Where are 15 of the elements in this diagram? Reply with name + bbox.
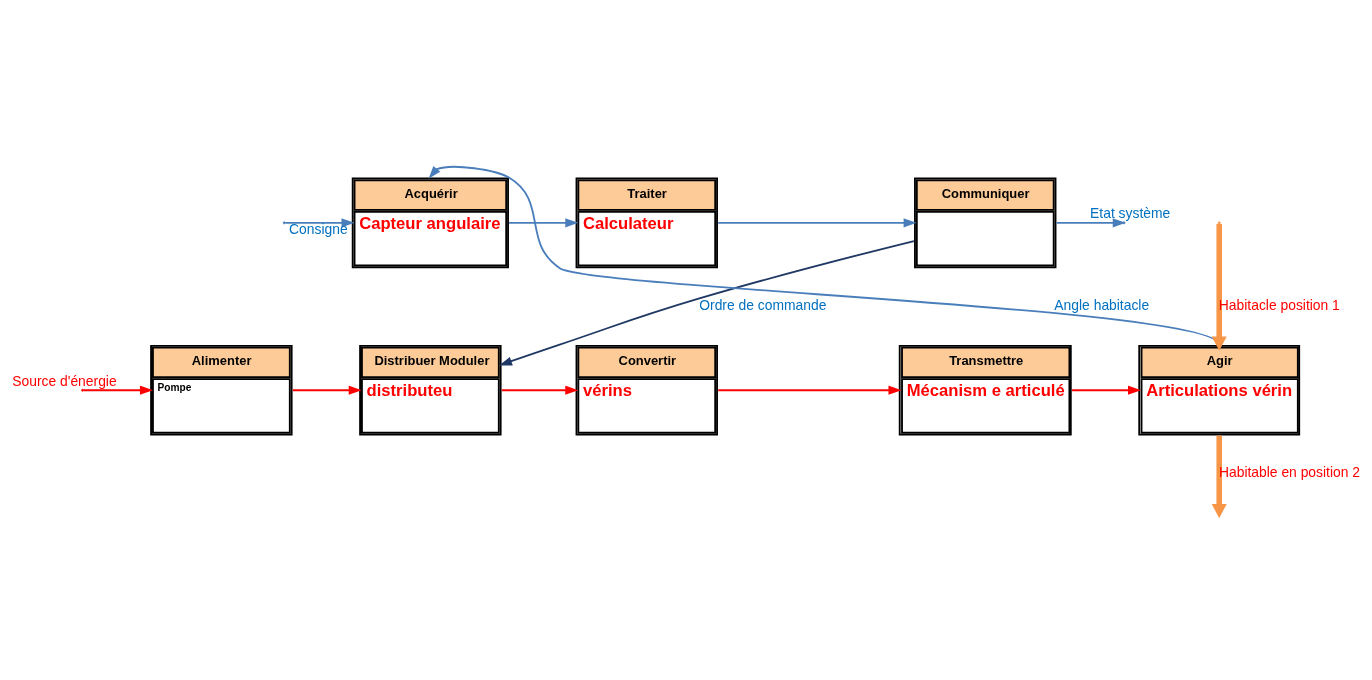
edge-label: Etat système [1090, 204, 1171, 221]
arrow [1071, 385, 1141, 395]
arrow [500, 385, 579, 395]
arrow [284, 217, 355, 227]
arrow [82, 385, 153, 395]
edge-label: Angle habitacle [1054, 296, 1150, 313]
arrow [499, 239, 915, 365]
edge-label: Consigne [289, 220, 348, 237]
edge-label: Ordre de commande [699, 296, 827, 313]
arrow [717, 217, 917, 227]
arrow [717, 385, 902, 395]
arrow [291, 385, 362, 395]
arrow [508, 217, 579, 227]
edge-label: Source d'énergie [12, 372, 117, 389]
arrow [1211, 223, 1227, 351]
